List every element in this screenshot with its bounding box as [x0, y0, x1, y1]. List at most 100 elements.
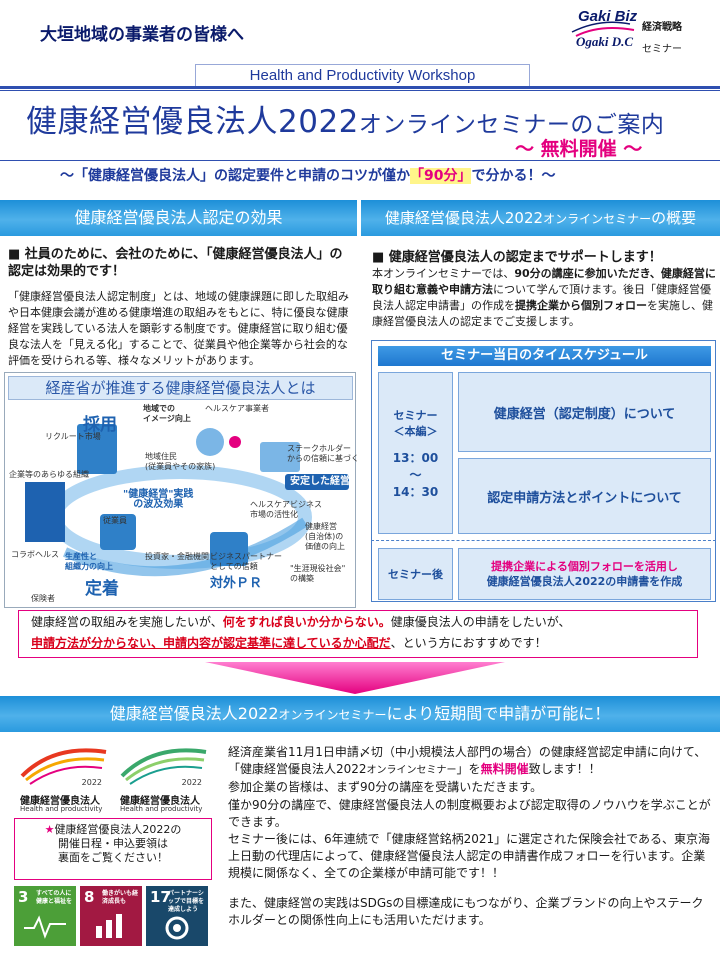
main-session-label-2: ＜本編＞ [393, 424, 438, 438]
rec-t1: 健康経営の取組みを実施したいが、 [31, 615, 223, 629]
ogaki-logo: Gaki Biz Ogaki D.C 経済戦略 セミナー [570, 6, 710, 58]
title-main: 健康経営優良法人2022 [26, 104, 359, 140]
note-line-2: 開催日程・申込要領は [58, 837, 168, 850]
rec-t4: 申請方法が分からない、申請内容が認定基準に達しているか心配だ [31, 636, 391, 650]
sdg-17-icon: 17 パートナーシップで目標を達成しよう [146, 886, 208, 946]
schedule-frame [371, 340, 716, 602]
down-arrow-icon [205, 662, 505, 694]
logo-caption-top: 経済戦略 [642, 22, 682, 33]
sdg-17-number: 17 [150, 888, 171, 906]
p1-small: オンラインセミナー [366, 765, 457, 777]
infographic-drawing [25, 424, 349, 577]
schedule-divider [371, 540, 716, 541]
health-value-label: 健康経営 (自治体)の 価値の向上 [305, 522, 345, 551]
overview-heading: ■ 健康経営優良法人の認定までサポートします！ [372, 250, 662, 265]
fixed-label: 定着 [85, 579, 119, 599]
effects-body: 「健康経営優良法人認定制度」とは、地域の健康課題に即した取組みや日本健康会議が進… [8, 290, 349, 367]
cert-year-2: 2022 [181, 778, 202, 787]
pr-label: 対外ＰＲ [210, 576, 263, 591]
subtitle-highlight: 「90分」 [410, 168, 472, 184]
rec-t2: 何をすれば良いか分からない。 [222, 615, 391, 629]
rec-t5: 、という方におすすめです！ [390, 636, 547, 650]
benefit-bar-main: 健康経営優良法人2022 [109, 704, 279, 723]
stakeholder-label: ステークホルダー からの信頼に基づく [287, 444, 359, 463]
note-line-3: 裏面をご覧ください！ [58, 851, 168, 864]
cert-name-2: 健康経営優良法人 [120, 796, 200, 807]
community-icon [196, 428, 224, 456]
sdg-3-text: すべての人に健康と福祉を [36, 890, 73, 905]
sdg-8-icon: 8 働きがいも経済成長も [80, 886, 142, 946]
subtitle-b: で分かる！～ [471, 168, 556, 184]
chart-up-icon [260, 442, 300, 472]
logo-swoosh-icon [571, 21, 635, 37]
greeting-heading: 大垣地域の事業者の皆様へ [40, 25, 244, 45]
cert-swoosh-red-icon [20, 748, 107, 785]
overview-body-5: を実施し、健康経営優良法人の認定までご支援します。 [372, 299, 713, 328]
overview-bar-main: 健康経営優良法人2022 [384, 209, 544, 227]
investor-label: 投資家・金融機関 [145, 552, 209, 561]
main-session-label-1: セミナー [393, 408, 438, 422]
p1-b: 」を [456, 762, 481, 777]
schedule-item-1: 健康経営（認定制度）について [458, 372, 711, 452]
sdg-3-icon: 3 すべての人に健康と福祉を [14, 886, 76, 946]
sdg-3-number: 3 [18, 888, 29, 906]
cert-sub-1: Health and productivity [20, 805, 103, 813]
logo-caption-bottom: セミナー [642, 44, 682, 55]
certification-logo-small: 2022 健康経営優良法人 Health and productivity [114, 740, 214, 813]
flow-arc-icon [63, 517, 308, 577]
society-label: "生涯現役社会" の構築 [290, 564, 346, 583]
sdg-8-number: 8 [84, 888, 95, 906]
description-p2: 参加企業の皆様は、まず90分の講座を受講いただきます。 [228, 780, 543, 795]
p1-a: 経済産業省11月1日申請〆切（中小規模法人部門の場合）の健康経営認定申請に向けて… [228, 745, 707, 777]
overview-body-4: 提携企業から個別フォロー [515, 299, 647, 312]
overview-bar-end: の概要 [651, 209, 697, 227]
sdg-8-text: 働きがいも経済成長も [102, 890, 139, 905]
stable-label: 安定した経営 [290, 476, 350, 487]
description-text: 経済産業省11月1日申請〆切（中小規模法人部門の場合）の健康経営認定申請に向けて… [228, 744, 714, 929]
certification-logo-large: 2022 健康経営優良法人 Health and productivity [14, 740, 114, 813]
cert-sub-2: Health and productivity [120, 805, 203, 813]
cert-swoosh-green-icon [120, 748, 207, 785]
meti-title: 経産省が推進する健康経営優良法人とは [8, 376, 353, 400]
rec-t3: 健康優良法人の申請をしたいが、 [390, 615, 571, 629]
heart-icon [229, 436, 241, 448]
page-title: 健康経営優良法人2022オンラインセミナーのご案内 [26, 96, 664, 141]
after-session-label: セミナー後 [378, 548, 453, 600]
time-end: 14：30 [392, 484, 439, 499]
after-line-1: 提携企業による個別フォローを活用し [491, 560, 678, 573]
building-icon [25, 482, 65, 542]
overview-body-2: 90分の講座に参加いただき、健康経営に取り組む意義や申請方法 [372, 267, 716, 296]
p1-pink: 無料開催 [480, 762, 529, 777]
section-bar-overview: 健康経営優良法人2022オンラインセミナーの概要 [361, 200, 720, 236]
recruit-market-label: リクルート市場 [45, 432, 101, 441]
after-line-2: 健康経営優良法人2022の申請書を作成 [486, 575, 683, 588]
schedule-item-2: 認定申請方法とポイントについて [458, 458, 711, 534]
benefit-bar-small: オンラインセミナー [278, 708, 387, 722]
recruit-people-icon [77, 424, 117, 474]
overview-body-3: について学んで頂けます。後日「健康経営優良法人認定申請書」の作成を [372, 283, 712, 312]
title-rule-thin [0, 90, 720, 91]
growth-bars-icon [96, 914, 122, 938]
prod-label: 生産性と 組織力の向上 [65, 552, 113, 571]
title-rule-bottom [0, 160, 720, 161]
logo-brand-bottom: Ogaki D.C [576, 34, 634, 49]
time-start: 13：00 [392, 450, 439, 465]
title-rule [0, 86, 720, 89]
stable-badge-bg [285, 474, 349, 490]
workshop-label: Health and Productivity Workshop [195, 64, 530, 86]
subtitle: ～「健康経営優良法人」の認定要件と申請のコツが僅か「90分」で分かる！～ [60, 165, 670, 185]
overview-bar-small: オンラインセミナー [543, 212, 652, 226]
employee-label: 従業員 [103, 516, 127, 525]
section-bar-effects: 健康経営優良法人認定の効果 [0, 200, 357, 236]
employee-icon [100, 514, 136, 550]
wave-label: "健康経営"実践 の波及効果 [123, 489, 194, 510]
image-up-label: 地域での イメージ向上 [143, 404, 191, 423]
healthcare-label: ヘルスケア事業者 [205, 404, 269, 413]
title-suffix: オンラインセミナーのご案内 [358, 112, 665, 138]
meti-infographic: 採用 地域での イメージ向上 "健康経営"実践 の波及効果 安定した経営 定着 … [5, 402, 359, 607]
heartbeat-icon [24, 915, 66, 939]
section-bar-benefit: 健康経営優良法人2022オンラインセミナーにより短期間で申請が可能に！ [0, 696, 720, 732]
schedule-title: セミナー当日のタイムスケジュール [378, 346, 711, 366]
note-line-1: 健康経営優良法人2022の [54, 823, 182, 836]
time-separator: ～ [409, 467, 422, 482]
